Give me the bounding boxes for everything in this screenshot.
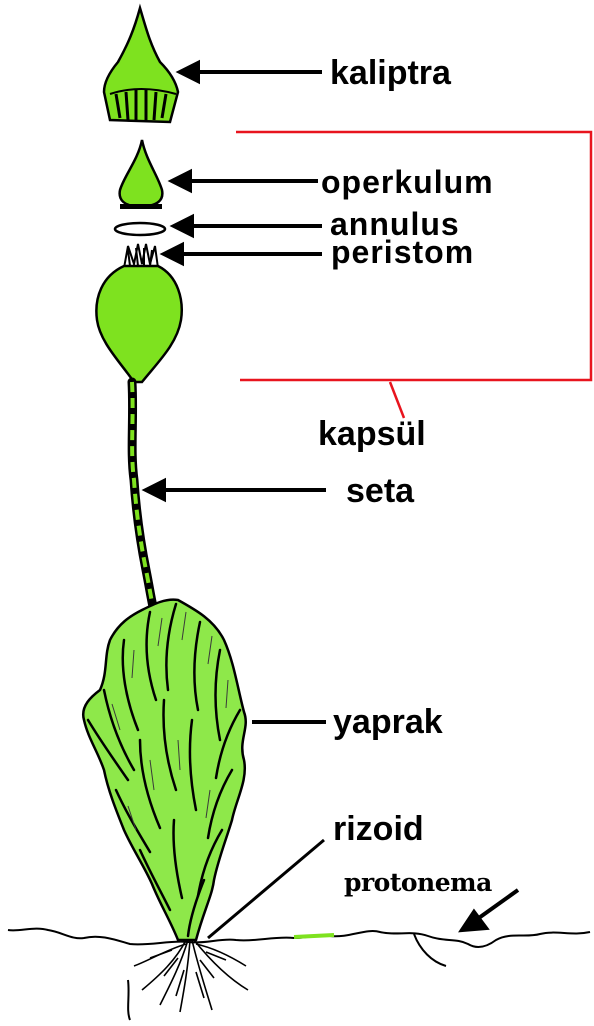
operculum-shape <box>120 140 163 209</box>
label-rizoid: rizoid <box>333 812 424 846</box>
seta-arrow <box>146 481 326 499</box>
label-protonema: protonema <box>344 870 492 895</box>
protonema-filament <box>294 935 334 937</box>
calyptra-shape <box>104 8 178 122</box>
label-seta: seta <box>346 474 414 508</box>
peristome-shape <box>124 244 158 268</box>
peristom-arrow <box>164 245 322 263</box>
seta-stalk <box>132 382 156 620</box>
label-peristom: peristom <box>331 236 474 268</box>
capsule-body <box>96 266 181 382</box>
label-kapsul: kapsül <box>318 417 426 451</box>
rhizoid-roots <box>134 940 248 1012</box>
label-kaliptra: kaliptra <box>330 56 451 90</box>
kaliptra-arrow <box>180 63 322 81</box>
rizoid-pointer-line <box>208 840 324 938</box>
label-operkulum: operkulum <box>321 166 494 198</box>
soil-edge <box>128 980 130 1020</box>
operkulum-arrow <box>172 172 318 190</box>
annulus-ring <box>115 223 165 235</box>
leafy-shoot <box>83 600 246 940</box>
annulus-arrow <box>174 217 322 235</box>
label-yaprak: yaprak <box>333 705 443 739</box>
